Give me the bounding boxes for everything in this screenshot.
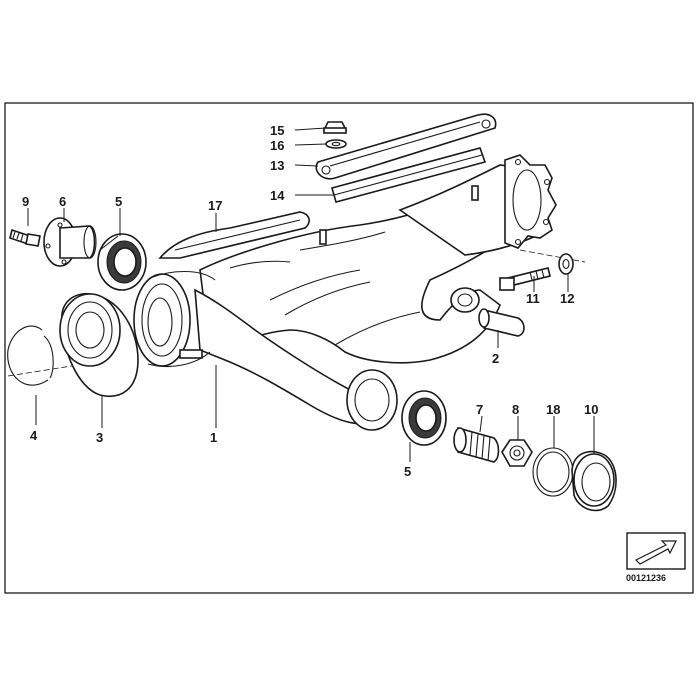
part-16-washer <box>325 139 347 149</box>
part-3-seal-sleeve <box>59 293 139 397</box>
callout-7: 7 <box>476 402 483 417</box>
part-13-rail <box>315 113 497 180</box>
part-18-o-ring <box>532 447 574 497</box>
part-8-nut <box>501 439 533 467</box>
arrow-icon <box>634 540 677 565</box>
leader-lines <box>27 127 595 462</box>
diagram-frame <box>4 102 694 594</box>
part-15-bolt <box>322 121 348 134</box>
callout-16: 16 <box>270 138 284 153</box>
part-12-washer <box>558 253 574 275</box>
callout-10: 10 <box>584 402 598 417</box>
callout-4: 4 <box>30 428 38 443</box>
part-14-rail <box>331 147 487 203</box>
part-10-cap <box>571 450 617 512</box>
callout-9: 9 <box>22 194 29 209</box>
part-7-threaded-pin <box>453 426 500 463</box>
callout-labels: 1 2 3 4 5 5 6 7 8 9 10 11 12 13 14 15 16… <box>22 123 598 479</box>
callout-3: 3 <box>96 430 103 445</box>
part-6-flange <box>43 217 97 267</box>
callout-18: 18 <box>546 402 560 417</box>
reference-icon-box: 00121236 <box>626 532 686 583</box>
part-4-circlip <box>7 325 54 386</box>
part-17-cover-strip <box>158 211 310 259</box>
callout-15: 15 <box>270 123 284 138</box>
part-5-bearing-lower <box>401 390 447 446</box>
callout-13: 13 <box>270 158 284 173</box>
axis-line-right <box>519 249 586 263</box>
callout-17: 17 <box>208 198 222 213</box>
callout-5-upper: 5 <box>115 194 122 209</box>
reference-code: 00121236 <box>626 573 666 583</box>
part-11-bolt <box>499 267 551 291</box>
callout-12: 12 <box>560 291 574 306</box>
callout-8: 8 <box>512 402 519 417</box>
callout-14: 14 <box>270 188 285 203</box>
callout-6: 6 <box>59 194 66 209</box>
callout-11: 11 <box>526 291 540 306</box>
part-2-pin <box>478 308 525 337</box>
part-9-screw <box>9 228 41 247</box>
swing-arm-housing <box>133 154 557 431</box>
callout-5-lower: 5 <box>404 464 411 479</box>
part-5-bearing-upper <box>97 233 147 291</box>
callout-1: 1 <box>210 430 217 445</box>
callout-2: 2 <box>492 351 499 366</box>
